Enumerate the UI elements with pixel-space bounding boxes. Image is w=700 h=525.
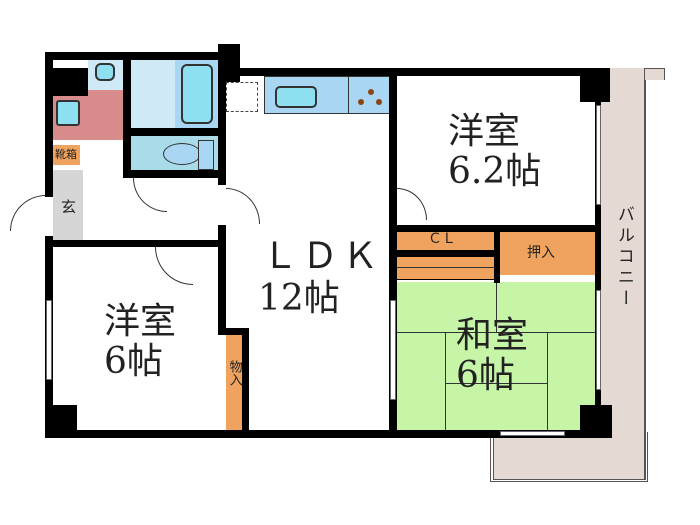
window [596, 105, 601, 205]
shoe-box-label: 靴箱 [55, 148, 77, 161]
wall [242, 328, 249, 436]
stove-burner-icon [376, 99, 382, 105]
door-swing-icon [226, 188, 260, 224]
wall [53, 240, 223, 247]
ldk-size: 12帖 [258, 278, 340, 319]
wall [45, 52, 240, 60]
tatami-line [547, 332, 548, 430]
fridge-space-icon [226, 82, 258, 112]
washing-machine-icon [56, 100, 80, 126]
window [390, 300, 396, 400]
western-room-1-size: 6.2帖 [448, 151, 542, 192]
balcony-right-edge [645, 80, 665, 480]
toilet-tank-icon [198, 140, 214, 170]
bathtub-inner-icon [181, 64, 213, 124]
stove-burner-icon [368, 89, 374, 95]
balcony-bottom [493, 432, 645, 480]
wall [218, 68, 608, 76]
door-swing-icon [133, 178, 167, 212]
wall [218, 328, 248, 335]
wall [580, 68, 610, 102]
door-swing-icon [155, 247, 193, 285]
closet-shelf [397, 256, 494, 280]
balcony-outline [490, 432, 648, 482]
balcony-label: バルコニー [613, 205, 634, 310]
oshiire-label: 押入 [527, 245, 555, 261]
washbasin-bowl-icon [95, 63, 115, 81]
japanese-room-size: 6帖 [456, 355, 515, 396]
closet-label: ＣＬ [428, 231, 456, 247]
closet [397, 232, 494, 250]
wall [123, 128, 223, 136]
tatami-line [445, 383, 547, 384]
tatami-line [445, 332, 446, 430]
door-swing-icon [397, 188, 427, 220]
western-room-2-name: 洋室 [104, 301, 177, 342]
tatami-line [496, 282, 497, 332]
oshiire [500, 232, 595, 275]
japanese-room-name: 和室 [456, 315, 529, 356]
wall [494, 225, 500, 283]
wall [595, 100, 601, 435]
wall [123, 52, 131, 177]
western-room-1-name: 洋室 [448, 111, 521, 152]
wall [45, 405, 77, 438]
sink-icon [275, 86, 317, 108]
window [500, 431, 565, 436]
wall [218, 52, 226, 185]
window [46, 300, 52, 380]
entrance-door-icon [10, 195, 46, 231]
counter-divider [348, 76, 349, 114]
storage [226, 335, 242, 431]
closet-shelf-line [397, 267, 494, 268]
wall [123, 170, 223, 178]
entrance-label: 玄 [61, 198, 77, 216]
ldk-name: ＬＤＫ [262, 236, 383, 277]
tatami-line [397, 332, 595, 333]
storage-label: 物入 [226, 360, 242, 386]
window [596, 290, 601, 390]
wall [218, 225, 226, 335]
shoe-box [53, 145, 80, 165]
entrance-floor [53, 170, 83, 240]
wall [45, 52, 53, 197]
wall [389, 250, 497, 256]
washroom-top-black [53, 68, 88, 96]
western-room-2-size: 6帖 [104, 341, 163, 382]
toilet-icon [163, 143, 201, 165]
wall [45, 430, 610, 438]
stove-burner-icon [358, 99, 364, 105]
